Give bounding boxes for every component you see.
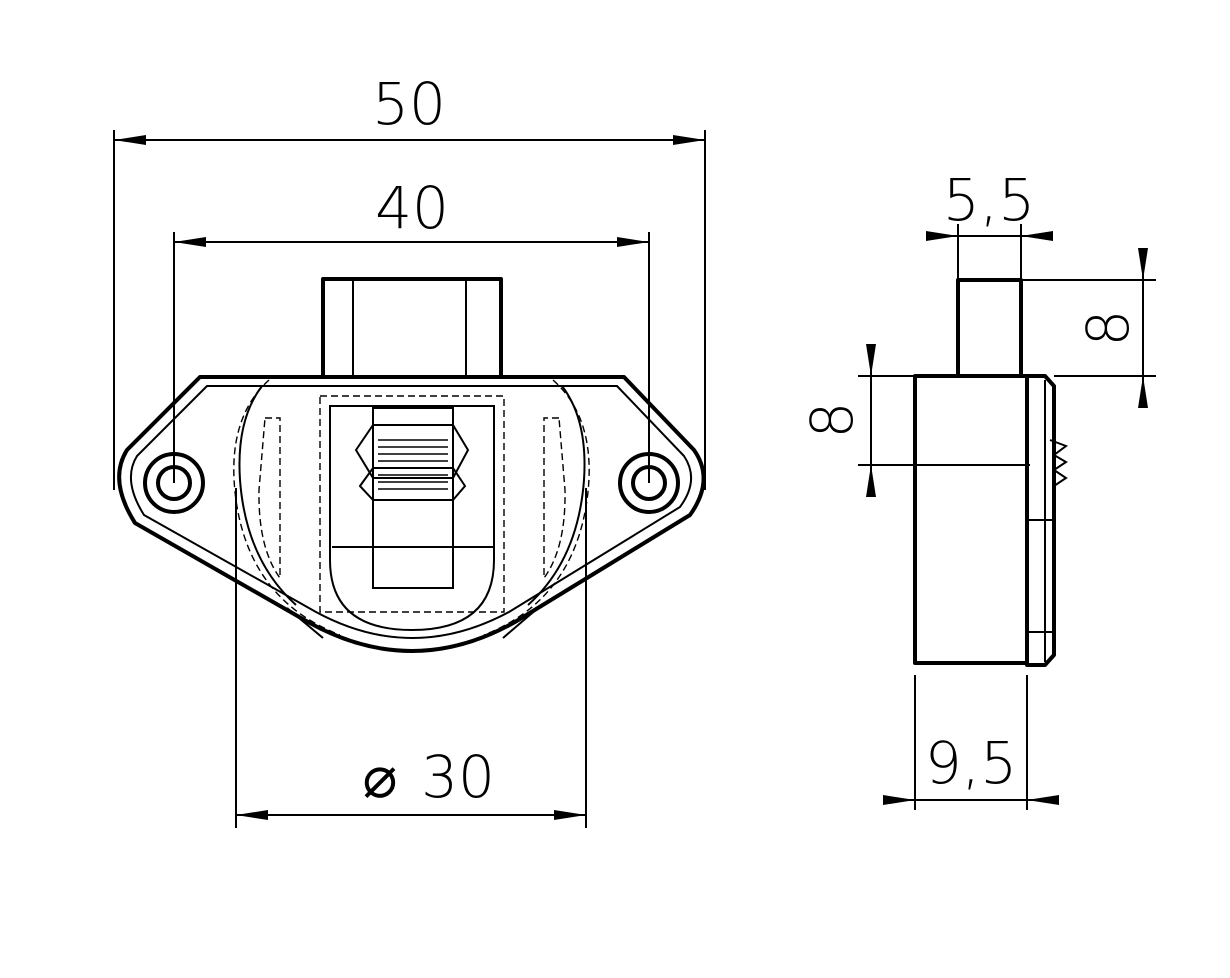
base-plate — [117, 375, 706, 653]
dim-label-40: 40 — [375, 174, 449, 242]
dim-body-offset: 8 — [798, 344, 1030, 497]
arrowhead — [236, 810, 268, 820]
side-view: 5,5 8 8 9,5 — [798, 166, 1156, 810]
arrowhead — [926, 231, 958, 241]
diameter-symbol: ⌀ — [363, 743, 398, 811]
arrowhead — [114, 135, 146, 145]
dim-label-30: 30 — [421, 743, 495, 811]
pin — [956, 278, 1023, 378]
dim-label-8-right: 8 — [1074, 310, 1142, 347]
dim-label-8-left: 8 — [798, 402, 866, 439]
arrowhead — [866, 465, 876, 497]
arrowhead — [174, 237, 206, 247]
dim-label-5-5: 5,5 — [943, 166, 1035, 234]
side-slots — [258, 417, 566, 581]
dim-diameter: ⌀ 30 — [235, 488, 587, 828]
arrowhead — [1027, 795, 1059, 805]
arrowhead — [1138, 248, 1148, 280]
arrowhead — [617, 237, 649, 247]
arrowhead — [1021, 231, 1053, 241]
arrowhead — [554, 810, 586, 820]
round-body — [233, 379, 590, 636]
arrowhead — [673, 135, 705, 145]
dim-pin-height: 8 — [1021, 248, 1156, 408]
latch-mechanism — [319, 395, 505, 632]
arrowhead — [866, 344, 876, 376]
dim-label-50: 50 — [372, 70, 446, 138]
arrowhead — [1138, 376, 1148, 408]
dim-hole-spacing: 40 — [173, 174, 650, 483]
side-body — [913, 374, 1069, 667]
arrowhead — [883, 795, 915, 805]
dim-pin-width: 5,5 — [926, 166, 1053, 280]
dim-overall-width: 50 — [113, 70, 706, 490]
top-tab — [321, 277, 503, 379]
dim-label-9-5: 9,5 — [925, 729, 1017, 797]
dim-body-depth: 9,5 — [883, 675, 1059, 810]
front-view: 50 40 ⌀ 30 — [113, 70, 706, 828]
